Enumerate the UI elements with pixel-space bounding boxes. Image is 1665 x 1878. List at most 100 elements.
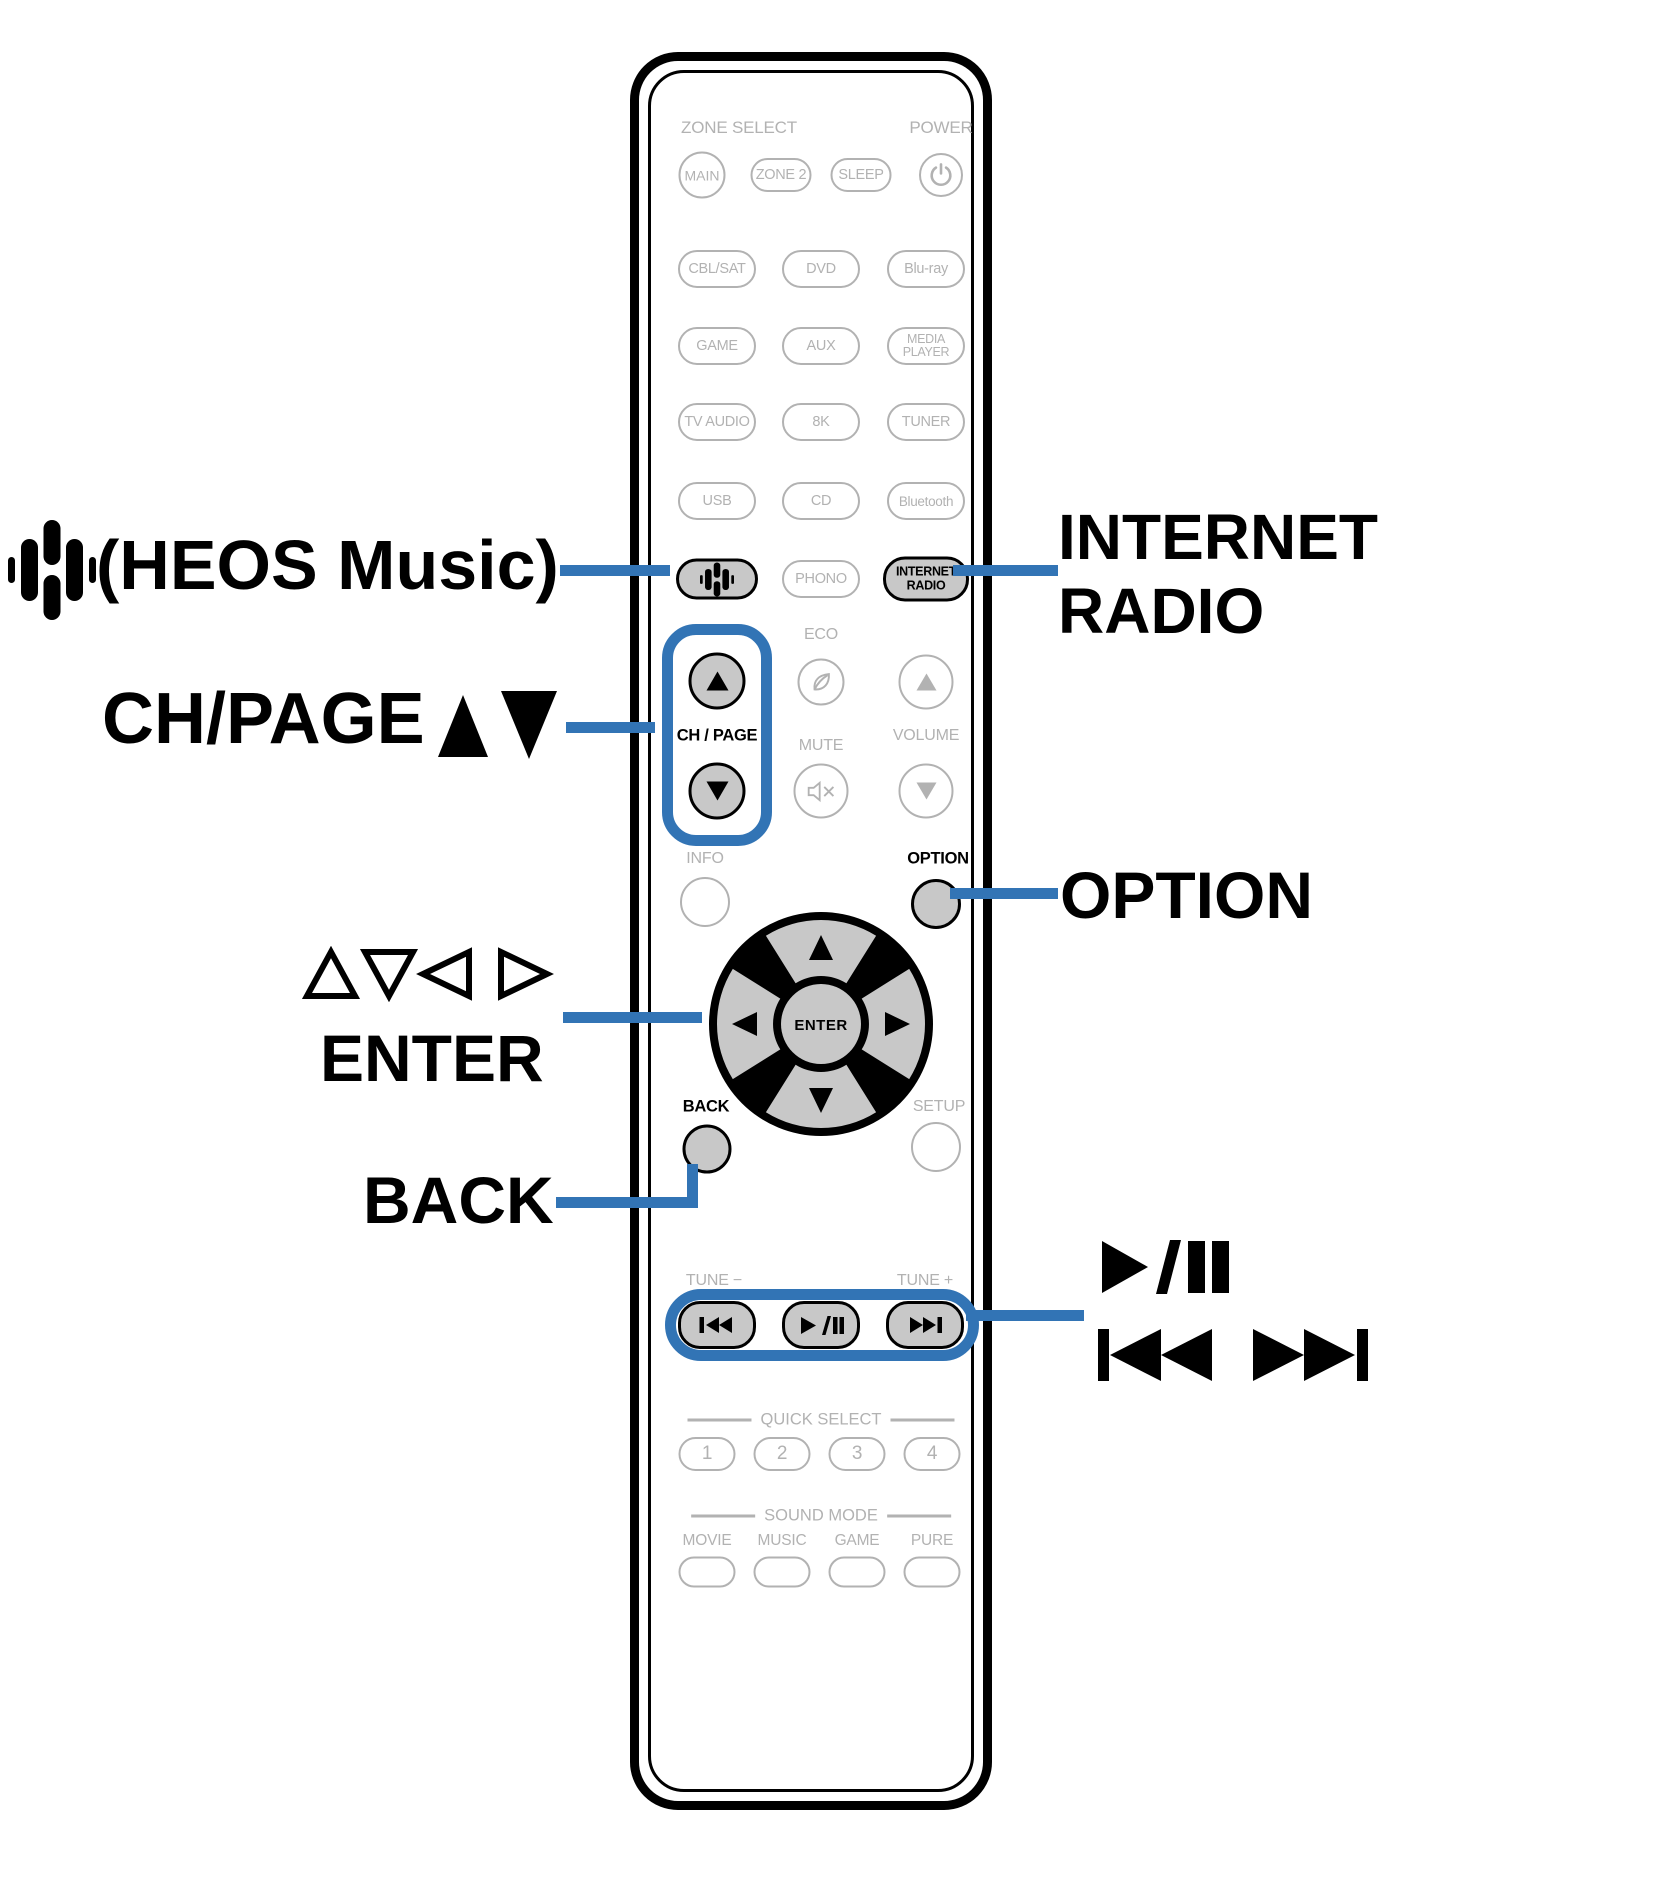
internet-radio-callout-line <box>953 565 1058 576</box>
info-label: INFO <box>686 850 724 867</box>
skip-forward-icon <box>910 1317 942 1333</box>
internet-radio-callout-label: INTERNET RADIO <box>1058 501 1378 647</box>
power-header: POWER <box>909 118 973 137</box>
skip-callout-icon <box>1098 1329 1368 1381</box>
music-button[interactable] <box>753 1556 811 1588</box>
channel-page-down-button[interactable] <box>688 762 746 820</box>
tune-minus-label: TUNE − <box>685 1272 743 1289</box>
blu-ray-button[interactable]: Blu-ray <box>887 250 965 288</box>
8k-button[interactable]: 8K <box>782 403 860 441</box>
triangle-up-icon <box>809 935 833 960</box>
divider <box>687 1418 752 1422</box>
triangle-left-icon <box>1161 1329 1212 1381</box>
game-sound-button[interactable] <box>828 1556 886 1588</box>
sound-mode-header: SOUND MODE <box>691 1507 951 1526</box>
heos-callout-line <box>560 565 670 576</box>
cursor-triangles-callout-icon <box>302 946 554 1002</box>
volume-down-button[interactable] <box>898 763 954 819</box>
pause-bar-icon <box>1212 1241 1229 1293</box>
zone2-button[interactable]: ZONE 2 <box>750 158 812 192</box>
enter-button-label: ENTER <box>794 1017 847 1034</box>
channel-page-up-button[interactable] <box>688 652 746 710</box>
skip-back-button[interactable] <box>678 1301 756 1349</box>
divider <box>890 1418 955 1422</box>
cd-button[interactable]: CD <box>782 482 860 520</box>
play-pause-button[interactable] <box>782 1301 860 1349</box>
setup-label: SETUP <box>912 1098 966 1115</box>
movie-button[interactable] <box>678 1556 736 1588</box>
remote-control-body: ZONE SELECT POWER MAIN ZONE 2 SLEEP CBL/… <box>630 52 992 1810</box>
skip-back-icon <box>699 1317 732 1333</box>
quick-select-4-button[interactable]: 4 <box>903 1437 961 1471</box>
option-callout-label: OPTION <box>1060 858 1314 932</box>
movie-label: MOVIE <box>682 1532 732 1549</box>
heos-logo-icon <box>700 562 734 596</box>
pure-button[interactable] <box>903 1556 961 1588</box>
triangle-down-icon <box>706 781 728 801</box>
ch-page-button-label: CH / PAGE <box>676 726 758 745</box>
enter-callout-label: ENTER <box>320 1021 544 1095</box>
volume-up-button[interactable] <box>898 654 954 710</box>
divider <box>886 1514 951 1518</box>
cursor-pad[interactable]: ENTER <box>709 912 933 1136</box>
enter-callout-line <box>563 1012 702 1023</box>
power-button[interactable] <box>919 153 963 197</box>
cbl-sat-button[interactable]: CBL/SAT <box>678 250 756 288</box>
usb-button[interactable]: USB <box>678 482 756 520</box>
bluetooth-button[interactable]: Bluetooth <box>887 482 965 520</box>
info-button[interactable] <box>680 877 730 927</box>
play-pause-callout-icon <box>1102 1240 1229 1294</box>
mute-button[interactable] <box>793 763 849 819</box>
tune-plus-label: TUNE + <box>896 1272 954 1289</box>
ch-page-callout-text: CH/PAGE <box>102 679 425 759</box>
music-label: MUSIC <box>757 1532 807 1549</box>
triangle-left-outline-icon <box>416 947 472 1001</box>
heos-music-callout-label: (HEOS Music) <box>96 526 559 604</box>
quick-select-2-button[interactable]: 2 <box>753 1437 811 1471</box>
tuner-button[interactable]: TUNER <box>887 403 965 441</box>
mute-label: MUTE <box>798 737 844 754</box>
zone-select-header: ZONE SELECT <box>681 118 797 137</box>
quick-select-3-button[interactable]: 3 <box>828 1437 886 1471</box>
internet-radio-button[interactable]: INTERNET RADIO <box>883 556 969 602</box>
triangle-left-icon <box>1110 1329 1161 1381</box>
ch-page-callout-line <box>566 722 655 733</box>
heos-button[interactable] <box>676 558 758 600</box>
ch-page-callout-rect <box>662 624 772 846</box>
game-label: GAME <box>834 1532 880 1549</box>
game-button[interactable]: GAME <box>678 327 756 365</box>
skip-bar-icon <box>1357 1329 1368 1381</box>
triangle-up-icon <box>706 671 728 691</box>
play-pause-icon <box>800 1315 844 1335</box>
option-button[interactable] <box>911 879 961 929</box>
main-zone-button[interactable]: MAIN <box>678 151 726 199</box>
setup-button[interactable] <box>911 1122 961 1172</box>
sleep-button[interactable]: SLEEP <box>830 158 892 192</box>
quick-select-1-button[interactable]: 1 <box>678 1437 736 1471</box>
triangle-right-outline-icon <box>498 947 554 1001</box>
phono-button[interactable]: PHONO <box>782 560 860 598</box>
triangle-up-icon <box>916 673 936 691</box>
play-icon <box>1102 1241 1148 1293</box>
back-callout-line-vertical <box>687 1164 698 1208</box>
aux-button[interactable]: AUX <box>782 327 860 365</box>
enter-button[interactable] <box>781 984 861 1064</box>
power-icon <box>930 163 952 186</box>
option-button-label: OPTION <box>907 849 969 868</box>
divider <box>691 1514 756 1518</box>
skip-bar-icon <box>1098 1329 1109 1381</box>
tv-audio-button[interactable]: TV AUDIO <box>678 403 756 441</box>
triangle-down-icon <box>500 691 557 759</box>
skip-forward-button[interactable] <box>886 1301 964 1349</box>
triangle-down-icon <box>916 782 936 800</box>
back-button-label: BACK <box>682 1097 730 1116</box>
back-button[interactable] <box>682 1124 732 1174</box>
back-callout-label: BACK <box>363 1163 554 1237</box>
triangle-up-icon <box>437 695 488 757</box>
dvd-button[interactable]: DVD <box>782 250 860 288</box>
eco-button[interactable] <box>797 658 845 706</box>
triangle-right-icon <box>1253 1329 1304 1381</box>
media-player-button[interactable]: MEDIA PLAYER <box>887 327 965 365</box>
volume-label: VOLUME <box>892 727 960 744</box>
